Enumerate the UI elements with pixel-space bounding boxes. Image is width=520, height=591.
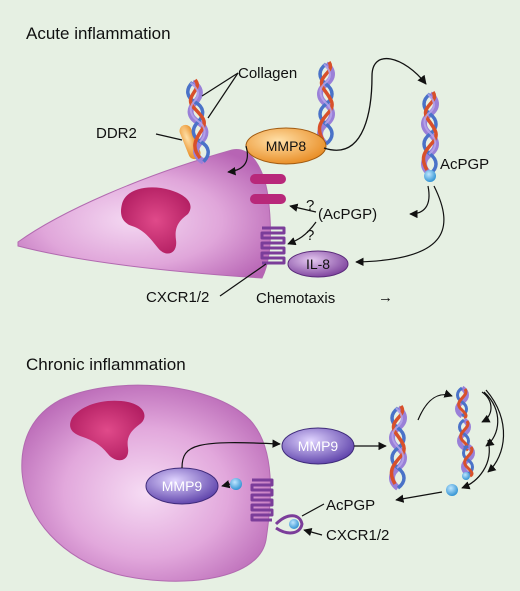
arrow-acpgp-to-il8 [355,185,445,267]
mmp8-label: MMP8 [266,138,307,154]
arrow-mmp8-to-membrane [227,145,249,176]
cxcr-pocket [274,514,304,535]
arrow-acpgp-to-paren [409,185,430,219]
cxcr-receptor-chronic [250,478,274,522]
cxcr-label-chronic: CXCR1/2 [326,527,389,544]
acpgp-dot-bound [230,478,242,490]
arrow-mmp9-secretion [181,439,281,469]
cxcr-receptor-acute [260,226,286,265]
question-mark-1: ? [306,197,314,214]
arrow-to-cxcr-acute [287,221,317,246]
acpgp-pointer-chronic [301,503,325,517]
collagen-fragment-1 [458,388,467,418]
cxcr-pointer-chronic [303,527,323,537]
cxcr-label-acute: CXCR1/2 [146,289,209,306]
mmp9-label-inner: MMP9 [162,478,203,494]
arrow-to-receptor-bars [289,203,317,213]
arrow-fragments-to-acpgp [461,439,490,490]
arrow-collagen-to-cleaved [323,58,427,151]
arrow-fragment-cascade-2 [483,391,499,447]
chemotaxis-label: Chemotaxis [256,290,335,307]
acpgp-dot-chronic-free [446,484,458,496]
collagen-helix-chronic [391,406,404,488]
membrane-receptor-bar-2 [250,194,286,204]
arrow-collagen-to-fragments [417,389,453,421]
ddr2-label: DDR2 [96,125,137,142]
arrow-receptor-to-mmp9 [221,480,231,489]
acpgp-label-chronic: AcPGP [326,497,375,514]
il8-label: IL-8 [306,256,330,272]
membrane-receptor-bar-1 [250,174,286,184]
chemotaxis-arrow: → [378,289,393,306]
collagen-pointer-2 [207,72,239,119]
acpgp-dot-pocket [289,519,299,529]
acute-title: Acute inflammation [26,24,171,43]
chronic-title: Chronic inflammation [26,355,186,374]
acute-nucleus [121,187,191,254]
collagen-label: Collagen [238,65,297,82]
ddr2-pointer [155,133,183,141]
mmp9-label-outer: MMP9 [298,438,339,454]
arrow-acpgp-to-receptor [395,491,443,503]
arrow-fragment-cascade-3 [485,389,505,473]
collagen-helix-cleaved [423,92,436,174]
fragment-dot [462,472,470,480]
cxcr-pointer-acute [219,263,267,297]
arrow-fragment-cascade-1 [481,391,492,423]
chronic-nucleus [70,400,145,461]
collagen-helix-free [319,62,332,144]
collagen-pointer-1 [201,72,239,97]
acpgp-dot-acute [424,170,436,182]
il8-chemokine [287,250,349,278]
acpgp-paren-label: (AcPGP) [318,206,377,223]
acpgp-label-acute: AcPGP [440,156,489,173]
question-mark-2: ? [306,227,314,244]
